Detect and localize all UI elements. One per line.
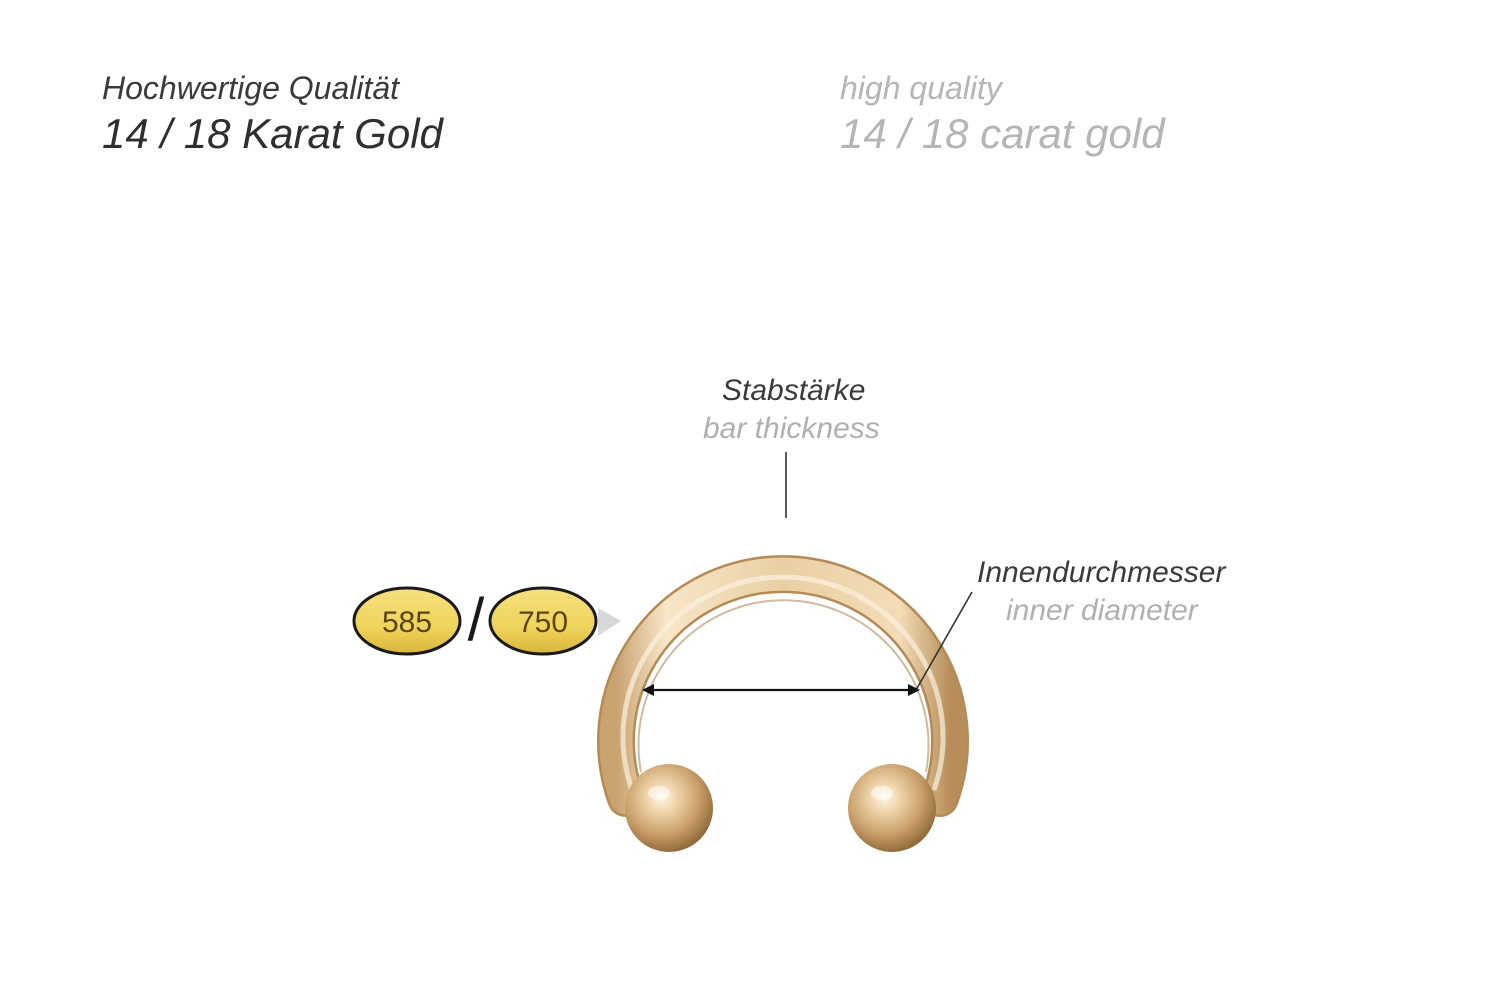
hallmark-750: 750	[488, 586, 598, 656]
hallmark-585-text: 585	[382, 606, 432, 639]
right-ball	[848, 764, 936, 852]
inner-diameter-label-de: Innendurchmesser	[977, 556, 1226, 589]
left-ball	[625, 764, 713, 852]
hallmark-separator: /	[468, 586, 485, 653]
hallmark-750-text: 750	[518, 606, 568, 639]
horseshoe-ring	[597, 555, 969, 817]
bar-thickness-label-en: bar thickness	[703, 412, 880, 445]
hallmark-585: 585	[352, 586, 462, 656]
bar-thickness-label-de: Stabstärke	[722, 374, 866, 407]
inner-diameter-label-en: inner diameter	[1006, 594, 1198, 627]
german-title: 14 / 18 Karat Gold	[102, 110, 443, 157]
german-subtitle: Hochwertige Qualität	[102, 70, 400, 106]
hallmark-pointer	[598, 608, 621, 636]
inner-diameter-pointer	[915, 591, 973, 691]
english-subtitle: high quality	[840, 70, 1002, 106]
english-title: 14 / 18 carat gold	[840, 110, 1165, 157]
inner-diameter-arrow	[642, 684, 920, 696]
